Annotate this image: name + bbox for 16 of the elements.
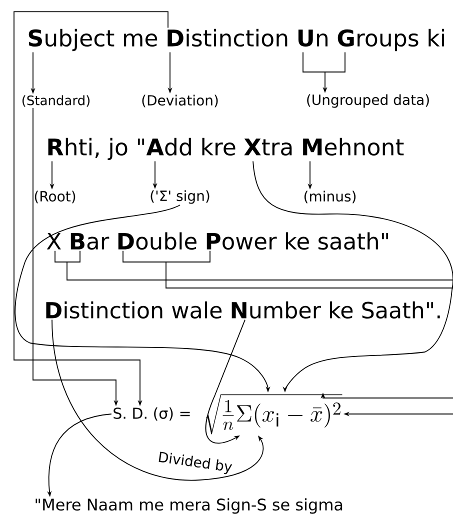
- formula-label: S. D. (σ) =: [114, 407, 190, 421]
- meaning-label: (Standard): [22, 95, 90, 107]
- mnemonic-line: Distinction wale Number ke Saath".: [46, 301, 440, 319]
- mnemonic-line: "Mere Naam me mera Sign-S se sigma: [36, 498, 342, 514]
- bracket-arrow: [122, 250, 453, 416]
- meaning-label: (Root): [34, 190, 76, 204]
- mnemonic-line: X Bar Double Power ke saath": [46, 232, 388, 250]
- bracket-arrow: [54, 250, 453, 399]
- meaning-label: ('Σ' sign): [150, 190, 210, 204]
- meaning-label: (Deviation): [142, 94, 218, 108]
- mnemonic-line: Subject me Distinction Un Groups ki: [28, 28, 444, 52]
- curved-arrow: [52, 319, 264, 480]
- edge-label: Divided by: [158, 452, 232, 474]
- meaning-label: (minus): [304, 190, 356, 204]
- mnemonic-line: Rhti, jo "Add kre Xtra Mehnont: [48, 138, 404, 160]
- meaning-label: (Ungrouped data): [307, 94, 429, 108]
